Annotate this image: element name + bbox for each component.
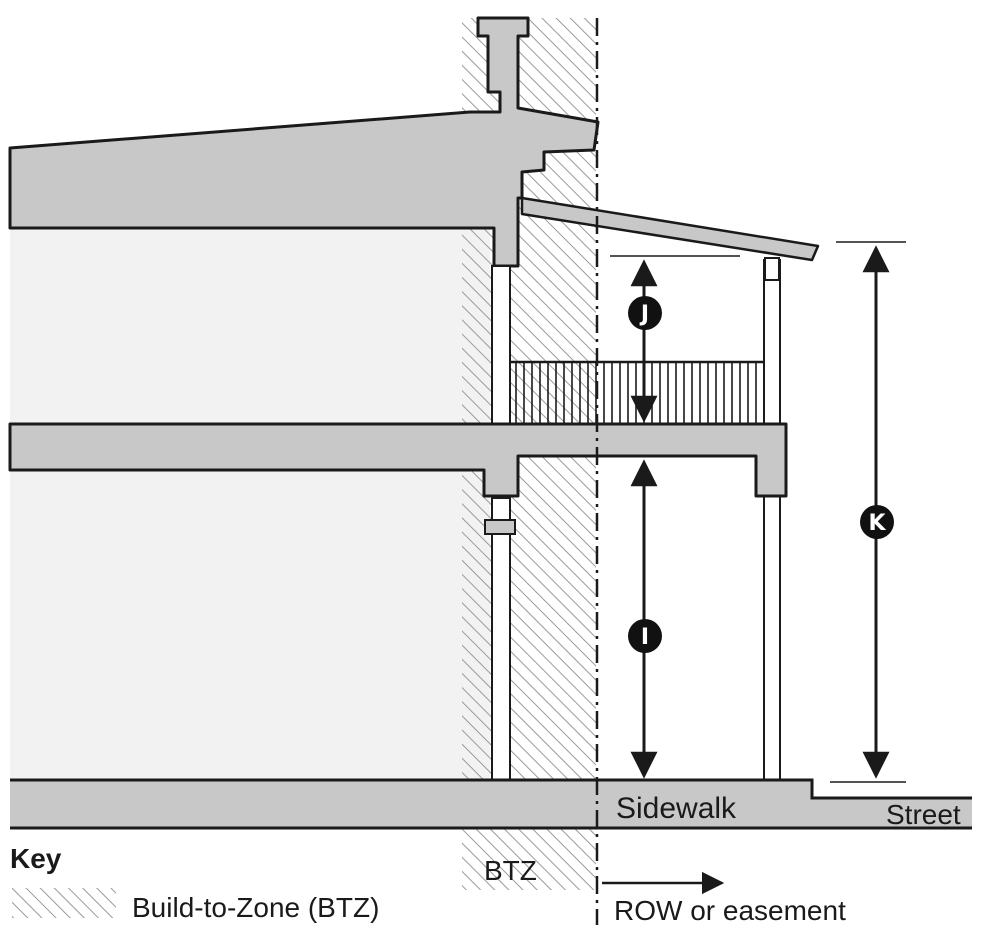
btz-label: BTZ: [484, 855, 537, 886]
ground-sidewalk: [10, 780, 972, 828]
marker-i-letter: I: [641, 625, 649, 650]
upper-wall-column: [491, 265, 511, 425]
ground-surface-line: [10, 778, 972, 800]
marker-j-letter: J: [639, 302, 649, 327]
sidewalk-label: Sidewalk: [616, 792, 737, 825]
floor-slab: [8, 422, 788, 498]
balcony-post-cap: [764, 257, 780, 281]
balcony-post-upper: [763, 259, 781, 425]
marker-j: J: [628, 296, 662, 330]
ground-story-interior: [10, 470, 490, 780]
row-label: ROW or easement: [614, 895, 846, 926]
wall-bracket: [484, 519, 516, 535]
key-hatch-swatch: [12, 888, 116, 918]
upper-story-interior: [10, 228, 490, 424]
key-title: Key: [10, 843, 62, 874]
balcony-post-lower: [763, 495, 781, 781]
roof-slab: [8, 16, 600, 268]
balcony-canopy: [520, 196, 820, 262]
marker-i: I: [628, 619, 662, 653]
key-btz-entry: Build-to-Zone (BTZ): [132, 892, 379, 923]
street-label: Street: [886, 799, 961, 830]
marker-k-letter: K: [868, 511, 886, 536]
marker-k: K: [860, 505, 894, 539]
ground-wall-column: [491, 497, 511, 781]
balcony-railing: [510, 360, 768, 425]
